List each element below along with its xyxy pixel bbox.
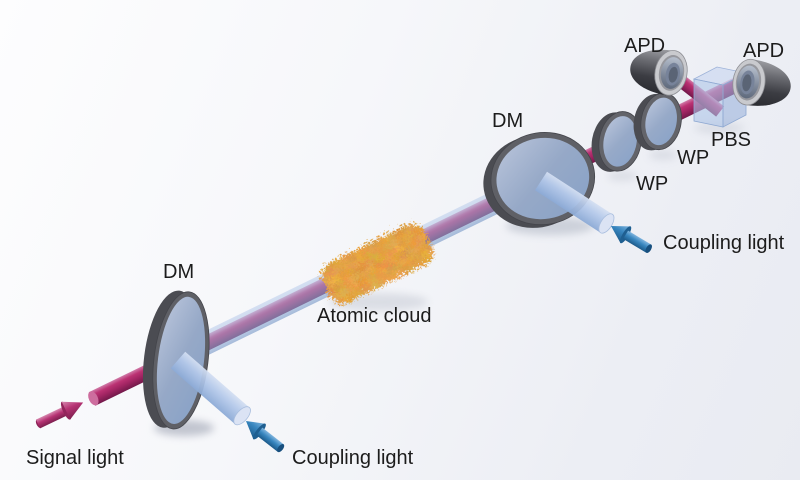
signal-arrow-head — [61, 401, 84, 420]
labels: Signal light Coupling light Coupling lig… — [26, 35, 785, 469]
apd-right-lens-center — [742, 74, 752, 92]
wp-second-glass — [645, 97, 677, 146]
coupling-arrow-right-tailcap — [645, 244, 652, 253]
waveplate-first — [591, 111, 642, 172]
coupling-arrow-left-tailcap — [277, 444, 285, 453]
label-wp-second: WP — [677, 147, 709, 169]
label-coupling-light-right: Coupling light — [663, 232, 785, 254]
label-wp-first: WP — [636, 173, 668, 195]
floor-shadows — [154, 122, 744, 436]
shadow-pbs — [694, 122, 744, 134]
apd-right — [732, 58, 791, 106]
coupling-beam-left-endcap — [233, 406, 251, 426]
coupling-beam-left-tube — [170, 351, 251, 425]
coupling-beam-left — [170, 351, 251, 426]
coupling-arrow-left — [246, 421, 285, 453]
label-dm-left: DM — [163, 261, 194, 283]
coupling-arrow-right — [611, 226, 652, 253]
label-dm-right: DM — [492, 110, 523, 132]
coupling-beam-right-endcap — [598, 213, 615, 234]
waveplate-second — [633, 92, 682, 151]
apd-left — [630, 49, 688, 96]
signal-beam-endcap — [88, 391, 99, 406]
shadow-wp-first — [607, 171, 637, 181]
shadow-atomic-cloud — [328, 293, 428, 311]
coupling-beam-right — [535, 171, 615, 234]
pbs-front-face — [693, 78, 724, 128]
wp-first-glass — [603, 116, 637, 167]
coupling-arrow-left-shaft — [256, 427, 284, 452]
coupling-beam-right-tube — [535, 171, 614, 234]
label-apd-left: APD — [624, 35, 665, 57]
label-pbs: PBS — [711, 129, 751, 151]
label-atomic-cloud: Atomic cloud — [317, 305, 432, 327]
apd-left-lens-center — [668, 66, 678, 83]
signal-arrow — [35, 401, 84, 429]
coupling-arrow-left-head — [246, 421, 266, 440]
coupling-arrow-right-shaft — [623, 230, 652, 253]
coupling-arrow-right-flange — [619, 226, 632, 244]
dichroic-mirror-left — [142, 290, 210, 430]
shadow-wp-second — [649, 150, 677, 160]
label-apd-right: APD — [743, 40, 784, 62]
signal-arrow-shaft — [35, 406, 69, 429]
coupling-arrow-left-flange — [252, 423, 266, 440]
optical-axis — [88, 68, 759, 406]
atomic-cloud-blob — [317, 222, 429, 302]
label-coupling-light-left: Coupling light — [292, 447, 414, 469]
label-signal-light: Signal light — [26, 447, 124, 469]
